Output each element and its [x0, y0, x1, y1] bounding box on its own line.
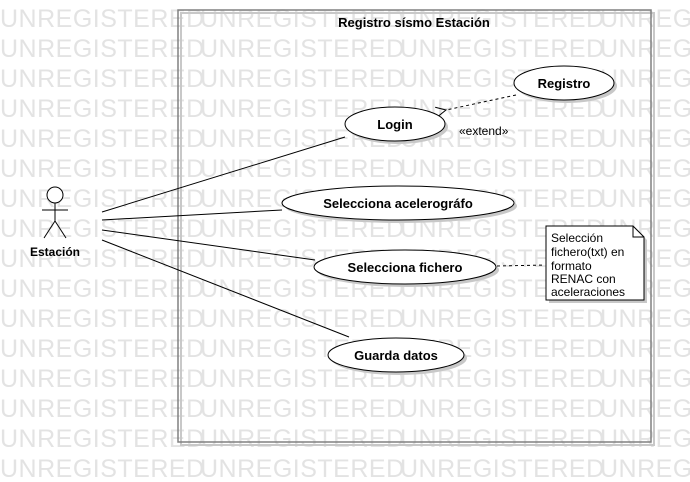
actor-head: [46, 186, 64, 204]
watermark-text: UNREGISTERED: [600, 425, 690, 453]
use-case-guarda-label: Guarda datos: [354, 348, 438, 363]
watermark-text: UNREGISTERED: [200, 455, 405, 482]
watermark-text: UNREGISTERED: [600, 395, 690, 423]
association-acelerografo[interactable]: [101, 209, 283, 221]
association-login[interactable]: [101, 136, 346, 213]
use-case-registro[interactable]: [513, 65, 615, 101]
extend-label: «extend»: [459, 124, 509, 138]
watermark-text: UNREGISTERED: [0, 215, 205, 243]
system-title: Registro sísmo Estación: [338, 15, 490, 30]
watermark-text: UNREGISTERED: [400, 305, 605, 333]
use-case-registro-label: Registro: [538, 76, 591, 91]
system-boundary-shadow: [180, 12, 655, 446]
watermark-text: UNREGISTERED: [200, 65, 405, 93]
watermark-text: UNREGISTERED: [600, 125, 690, 153]
watermark-text: UNREGISTERED: [400, 35, 605, 63]
watermark-text: UNREGISTERED: [0, 245, 205, 273]
watermark-text: UNREGISTERED: [0, 185, 205, 213]
watermark-text: UNREGISTERED: [600, 365, 690, 393]
note-fold: [632, 226, 644, 238]
watermark-text: UNREGISTERED: [600, 335, 690, 363]
watermark-text: UNREGISTERED: [600, 95, 690, 123]
watermark-text: UNREGISTERED: [600, 155, 690, 183]
watermark-text: UNREGISTERED: [600, 305, 690, 333]
use-case-guarda[interactable]: [327, 337, 465, 373]
use-case-login[interactable]: [344, 106, 446, 142]
watermark-text: UNREGISTERED: [600, 5, 690, 33]
use-case-fichero[interactable]: [313, 249, 497, 285]
watermark-text: UNREGISTERED: [0, 95, 205, 123]
system-boundary[interactable]: [177, 9, 652, 443]
note-line-2: fichero(txt) en: [551, 245, 624, 259]
actor-leg-left: [43, 220, 56, 239]
watermark-text: UNREGISTERED: [600, 185, 690, 213]
watermark-text: UNREGISTERED: [600, 455, 690, 482]
watermark-text: UNREGISTERED: [0, 65, 205, 93]
watermark-text: UNREGISTERED: [0, 365, 205, 393]
actor-label: Estación: [30, 245, 80, 259]
use-case-login-label: Login: [377, 117, 412, 132]
actor-leg-right: [54, 220, 67, 239]
note[interactable]: Selección fichero(txt) en formato RENAC …: [545, 225, 647, 303]
use-case-acelerografo[interactable]: [281, 185, 515, 221]
watermark-text: UNREGISTERED: [0, 125, 205, 153]
watermark-text: UNREGISTERED: [0, 155, 205, 183]
watermark-text: UNREGISTERED: [0, 35, 205, 63]
watermark-text: UNREGISTERED: [400, 455, 605, 482]
watermark-text: UNREGISTERED: [400, 425, 605, 453]
note-body: [545, 225, 645, 301]
watermark-text: UNREGISTERED: [0, 335, 205, 363]
actor-estacion[interactable]: [42, 186, 68, 239]
watermark-text: UNREGISTERED: [0, 455, 205, 482]
watermark-text: UNREGISTERED: [0, 275, 205, 303]
watermark-text: UNREGISTERED: [200, 395, 405, 423]
watermark-text: UNREGISTERED: [0, 425, 205, 453]
association-guarda[interactable]: [101, 239, 350, 338]
use-case-acelerografo-label: Selecciona acelerográfo: [323, 196, 473, 211]
note-line-1: Selección: [551, 231, 603, 245]
use-case-fichero-label: Selecciona fichero: [348, 260, 463, 275]
watermark-text: UNREGISTERED: [0, 5, 205, 33]
watermark-text: UNREGISTERED: [0, 395, 205, 423]
note-line-5: aceleraciones: [551, 285, 625, 299]
note-line-3: formato: [551, 259, 592, 273]
note-line-4: RENAC con: [551, 272, 616, 286]
watermark-text: UNREGISTERED: [0, 305, 205, 333]
watermark-text: UNREGISTERED: [200, 35, 405, 63]
watermark-text: UNREGISTERED: [600, 35, 690, 63]
watermark-text: UNREGISTERED: [200, 155, 405, 183]
watermark-text: UNREGISTERED: [200, 425, 405, 453]
note-anchor[interactable]: [496, 264, 546, 267]
association-fichero[interactable]: [101, 229, 316, 261]
watermark-text: UNREGISTERED: [400, 155, 605, 183]
watermark-text: UNREGISTERED: [400, 395, 605, 423]
